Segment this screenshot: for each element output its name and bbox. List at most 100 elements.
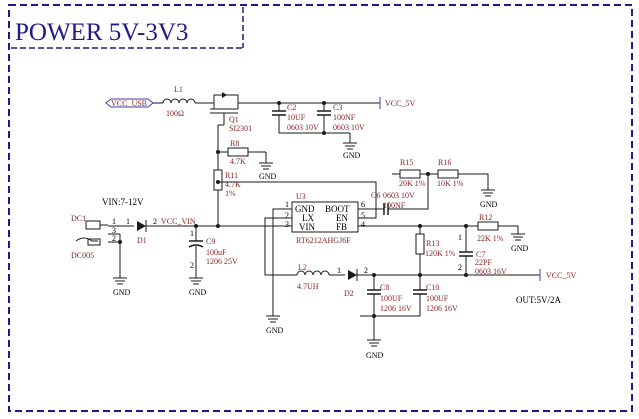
svg-text:2: 2 bbox=[190, 261, 194, 270]
svg-text:2: 2 bbox=[285, 211, 289, 220]
svg-text:GND: GND bbox=[259, 172, 277, 181]
svg-text:100NF: 100NF bbox=[333, 113, 356, 122]
svg-text:GND: GND bbox=[295, 204, 315, 214]
resistor-r11: R11 4.7K 1% bbox=[213, 152, 241, 226]
svg-text:DC005: DC005 bbox=[71, 251, 94, 260]
svg-text:2: 2 bbox=[458, 263, 462, 272]
svg-text:C3: C3 bbox=[333, 103, 342, 112]
svg-text:100NF: 100NF bbox=[383, 201, 406, 210]
svg-text:3: 3 bbox=[285, 220, 289, 229]
svg-text:GND: GND bbox=[480, 200, 498, 209]
svg-text:5: 5 bbox=[361, 211, 365, 220]
svg-text:120K 1%: 120K 1% bbox=[425, 249, 456, 258]
vcc-usb-port: VCC_USB bbox=[105, 98, 154, 108]
capacitor-c9: 1 2 C9 100uF 1206 25V bbox=[188, 226, 238, 278]
svg-text:2: 2 bbox=[153, 217, 157, 226]
svg-text:100UF: 100UF bbox=[426, 294, 449, 303]
svg-text:GND: GND bbox=[343, 151, 361, 160]
svg-text:4.7K: 4.7K bbox=[230, 157, 246, 166]
svg-text:0603 10V: 0603 10V bbox=[287, 123, 319, 132]
svg-text:1206 16V: 1206 16V bbox=[426, 304, 458, 313]
mosfet-q1: Q1 SI2301 bbox=[210, 92, 252, 133]
svg-text:22K 1%: 22K 1% bbox=[477, 234, 504, 243]
capacitor-c3: C3 100NF 0603 10V bbox=[317, 103, 365, 133]
svg-text:C8: C8 bbox=[380, 283, 389, 292]
svg-text:1: 1 bbox=[337, 266, 341, 275]
svg-text:R8: R8 bbox=[230, 139, 239, 148]
svg-text:2: 2 bbox=[112, 234, 116, 243]
svg-text:0603 10V: 0603 10V bbox=[333, 123, 365, 132]
capacitor-c7: 1 2 C7 22PF 0603 16V bbox=[458, 226, 507, 276]
svg-text:1: 1 bbox=[112, 217, 116, 226]
svg-text:1: 1 bbox=[190, 229, 194, 238]
svg-text:1: 1 bbox=[458, 233, 462, 242]
resistor-r13: R13 120K 1% bbox=[415, 233, 456, 258]
svg-text:R13: R13 bbox=[426, 239, 439, 248]
svg-text:4.7UH: 4.7UH bbox=[297, 282, 319, 291]
svg-text:VIN: VIN bbox=[299, 222, 315, 232]
svg-text:0603 10V: 0603 10V bbox=[383, 191, 415, 200]
svg-text:R12: R12 bbox=[479, 213, 492, 222]
svg-text:EN: EN bbox=[336, 213, 348, 223]
gnd-symbol-out: GND bbox=[366, 339, 384, 360]
svg-text:VCC_USB: VCC_USB bbox=[111, 99, 147, 108]
svg-text:1: 1 bbox=[285, 200, 289, 209]
diode-d2: D2 bbox=[344, 269, 358, 298]
svg-text:C10: C10 bbox=[426, 283, 439, 292]
svg-text:L2: L2 bbox=[298, 263, 307, 272]
vcc-5v-top-port: VCC_5V bbox=[379, 97, 415, 109]
ic-u3: U3 GND BOOT LX EN VIN FB RT6212AHGJ6F bbox=[291, 192, 359, 245]
capacitor-c2: C2 10UF 0603 10V bbox=[272, 103, 319, 133]
vin-label: VIN:7-12V bbox=[102, 197, 144, 207]
svg-text:C6: C6 bbox=[371, 191, 380, 200]
gnd-symbol-r16: GND bbox=[480, 189, 498, 209]
resistor-r16: R16 10K 1% bbox=[437, 158, 464, 188]
svg-text:0603 16V: 0603 16V bbox=[475, 267, 507, 276]
gnd-symbol-c9: GND bbox=[189, 277, 207, 297]
svg-text:GND: GND bbox=[113, 288, 131, 297]
resistor-r15: R15 20K 1% bbox=[399, 158, 426, 188]
svg-text:D2: D2 bbox=[344, 289, 354, 298]
inductor-l1: L1 100Ω bbox=[162, 85, 196, 118]
svg-text:FB: FB bbox=[336, 222, 347, 232]
gnd-symbol-top: GND bbox=[343, 142, 361, 160]
svg-text:1206 25V: 1206 25V bbox=[206, 257, 238, 266]
gnd-symbol-r8: GND bbox=[259, 162, 277, 181]
svg-text:C2: C2 bbox=[287, 103, 296, 112]
svg-text:DC1: DC1 bbox=[71, 214, 86, 223]
svg-text:4.7K: 4.7K bbox=[225, 180, 241, 189]
svg-text:R16: R16 bbox=[438, 158, 451, 167]
svg-text:GND: GND bbox=[189, 288, 207, 297]
svg-text:GND: GND bbox=[266, 326, 284, 335]
svg-text:Q1: Q1 bbox=[229, 115, 239, 124]
svg-text:1%: 1% bbox=[225, 189, 236, 198]
svg-text:3: 3 bbox=[112, 226, 116, 235]
svg-text:VCC_5V: VCC_5V bbox=[546, 271, 576, 280]
svg-text:U3: U3 bbox=[296, 192, 306, 201]
svg-text:100Ω: 100Ω bbox=[166, 109, 184, 118]
svg-text:GND: GND bbox=[511, 244, 529, 253]
vcc-vin-net: VCC_VIN bbox=[161, 217, 196, 226]
svg-text:100UF: 100UF bbox=[380, 294, 403, 303]
svg-text:100uF: 100uF bbox=[206, 248, 227, 257]
svg-text:D1: D1 bbox=[137, 236, 147, 245]
svg-text:10K 1%: 10K 1% bbox=[437, 179, 464, 188]
out-label: OUT:5V/2A bbox=[516, 295, 562, 305]
dc-jack-dc1: DC1 DC005 bbox=[71, 214, 108, 260]
vcc-5v-out-port: VCC_5V bbox=[539, 269, 576, 281]
svg-text:VCC_5V: VCC_5V bbox=[385, 99, 415, 108]
svg-text:SI2301: SI2301 bbox=[229, 124, 252, 133]
inductor-l2: L2 4.7UH bbox=[296, 263, 330, 291]
svg-text:1206 16V: 1206 16V bbox=[380, 304, 412, 313]
svg-text:4: 4 bbox=[361, 220, 365, 229]
sheet-title: POWER 5V-3V3 bbox=[15, 19, 188, 46]
svg-text:C7: C7 bbox=[476, 250, 485, 259]
svg-text:22PF: 22PF bbox=[475, 258, 492, 267]
svg-text:C9: C9 bbox=[206, 237, 215, 246]
svg-text:L1: L1 bbox=[174, 85, 183, 94]
gnd-symbol-r12: GND bbox=[511, 233, 529, 253]
sheet-frame bbox=[8, 4, 633, 412]
gnd-symbol-dc: GND bbox=[113, 277, 131, 297]
capacitor-c6: C6 0603 10V 100NF bbox=[371, 191, 415, 215]
